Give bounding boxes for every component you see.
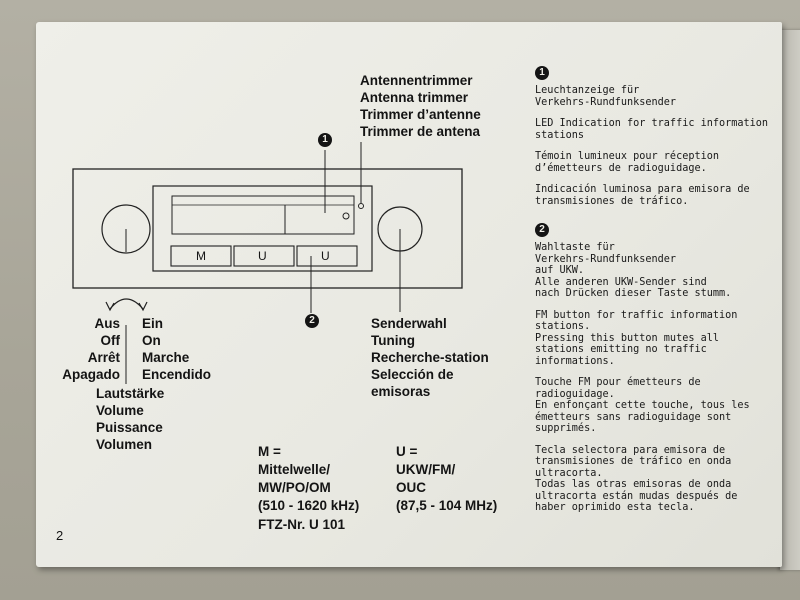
rotation-arrow-right-head	[138, 301, 148, 312]
rotation-arrow	[109, 298, 144, 310]
section2-marker: 2	[535, 223, 549, 237]
legend-u: U = UKW/FM/ OUC (87,5 - 104 MHz)	[396, 444, 498, 513]
rotation-arrow-left-head	[105, 301, 115, 312]
tuning-label: Senderwahl Tuning Recherche-station Sele…	[371, 316, 489, 399]
m-button-label: M	[196, 249, 206, 263]
page-number: 2	[56, 528, 64, 543]
manual-page	[36, 22, 782, 567]
volume-knob	[101, 204, 151, 254]
power-on-label: Ein On Marche Encendido	[142, 316, 212, 382]
next-page-edge	[780, 30, 800, 570]
radio-chassis	[72, 168, 463, 289]
volume-label: Lautstärke Volume Puissance Volumen	[96, 386, 165, 452]
marker-2: 2	[305, 314, 319, 328]
u-button-1[interactable]	[233, 245, 295, 267]
m-button[interactable]	[170, 245, 232, 267]
display-frame	[152, 185, 373, 272]
legend-m: M = Mittelwelle/ MW/PO/OM (510 - 1620 kH…	[258, 444, 360, 513]
u-button-2[interactable]	[296, 245, 358, 267]
power-off-label: Aus Off Arrêt Apagado	[62, 316, 120, 382]
marker-1: 1	[318, 133, 332, 147]
ftz-number: FTZ-Nr. U 101	[258, 517, 346, 532]
led-indicator	[342, 212, 350, 220]
antenna-trimmer-hole	[358, 203, 364, 209]
u-button-2-label: U	[321, 249, 330, 263]
antenna-trimmer-label: Antennentrimmer Antenna trimmer Trimmer …	[360, 73, 481, 139]
section1-marker: 1	[535, 66, 549, 80]
u-button-1-label: U	[258, 249, 267, 263]
cassette-slot	[171, 195, 355, 235]
